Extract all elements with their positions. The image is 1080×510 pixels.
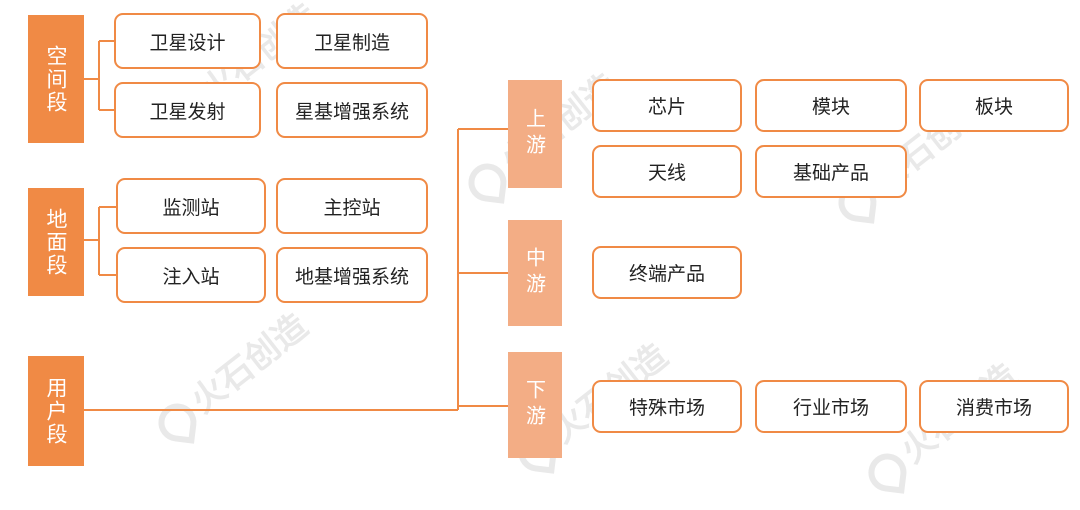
box-board: 板块 [919,79,1069,132]
segment-ground: 地面段 [28,188,84,296]
box-satellite-design: 卫星设计 [114,13,261,69]
connector-lines [84,40,508,411]
segment-user: 用户段 [28,356,84,466]
box-special-market: 特殊市场 [592,380,742,433]
connector-ground [84,206,116,276]
box-chip: 芯片 [592,79,742,132]
connector-space [84,40,114,111]
box-terminal-products: 终端产品 [592,246,742,299]
box-injection-station: 注入站 [116,247,266,303]
box-module: 模块 [755,79,907,132]
box-sbas: 星基增强系统 [276,82,428,138]
box-basic-products: 基础产品 [755,145,907,198]
box-gbas: 地基增强系统 [276,247,428,303]
stage-midstream: 中游 [508,220,562,326]
segment-space: 空间段 [28,15,84,143]
box-master-control-station: 主控站 [276,178,428,234]
box-satellite-manufacture: 卫星制造 [276,13,428,69]
box-monitoring-station: 监测站 [116,178,266,234]
box-industry-market: 行业市场 [755,380,907,433]
stage-downstream: 下游 [508,352,562,458]
box-antenna: 天线 [592,145,742,198]
box-consumer-market: 消费市场 [919,380,1069,433]
box-satellite-launch: 卫星发射 [114,82,261,138]
stage-upstream: 上游 [508,80,562,188]
connector-user [84,128,508,411]
